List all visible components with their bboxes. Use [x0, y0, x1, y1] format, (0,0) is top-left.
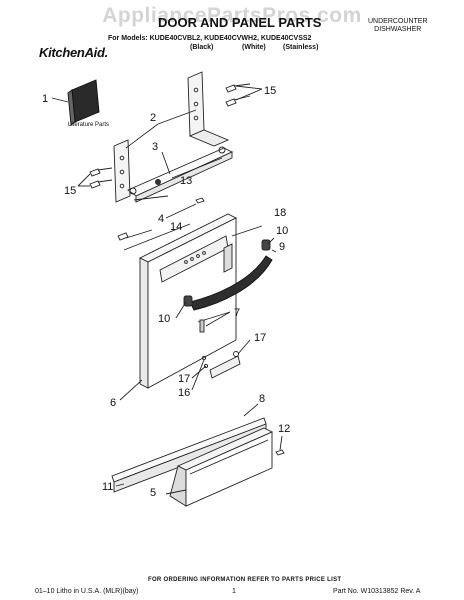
callout-6: 6 — [110, 397, 116, 409]
callout-13: 13 — [180, 175, 192, 187]
callout-1: 1 — [42, 93, 48, 105]
callout-16: 16 — [178, 387, 190, 399]
variant-black: (Black) — [190, 44, 214, 51]
callout-9: 9 — [279, 241, 285, 253]
literature-booklet — [67, 79, 100, 126]
callout-17-right: 17 — [254, 332, 266, 344]
toe-kick-panel — [169, 427, 274, 507]
hinge-bracket-left — [113, 139, 131, 203]
callout-4: 4 — [158, 213, 164, 225]
callout-18: 18 — [274, 207, 286, 219]
watermark: AppliancePartsPros.com — [102, 4, 362, 27]
category-line-2: DISHWASHER — [374, 26, 422, 33]
toe-kick-screw — [275, 449, 285, 456]
print-info: 01–10 Litho in U.S.A. (MLR)(bay) — [35, 588, 139, 595]
door-latch-plate — [201, 351, 241, 379]
callout-8: 8 — [259, 393, 265, 405]
hinge-bracket-right — [187, 71, 230, 147]
callout-3: 3 — [152, 141, 158, 153]
category-label: UNDERCOUNTER DISHWASHER — [368, 18, 428, 34]
callout-2: 2 — [150, 112, 156, 124]
ordering-note: FOR ORDERING INFORMATION REFER TO PARTS … — [148, 577, 342, 583]
callout-17-left: 17 — [178, 373, 190, 385]
part-number: Part No. W10313852 Rev. A — [333, 588, 421, 595]
handle-end-caps — [183, 239, 271, 307]
screws-channel-ends — [129, 146, 226, 195]
callout-11: 11 — [102, 481, 113, 493]
door-handle — [189, 255, 273, 311]
brand-logo: KitchenAid. — [39, 45, 108, 60]
variant-stainless: (Stainless) — [283, 44, 319, 51]
model-list: For Models: KUDE40CVBL2, KUDE40CVWH2, KU… — [108, 35, 312, 42]
variant-white: (White) — [242, 44, 266, 51]
literature-label: Literature Parts — [68, 122, 109, 128]
page-title: DOOR AND PANEL PARTS — [158, 15, 322, 30]
part-callouts: 1 2 3 13 15 15 4 14 18 10 9 7 10 17 17 1… — [42, 85, 290, 499]
callout-7: 7 — [234, 307, 240, 319]
callout-5: 5 — [150, 487, 156, 499]
callout-15-left: 15 — [64, 185, 76, 197]
screws-15-left — [89, 167, 113, 189]
callout-10-right: 10 — [276, 225, 288, 237]
callout-14: 14 — [170, 221, 182, 233]
category-line-1: UNDERCOUNTER — [368, 18, 428, 25]
page-number: 1 — [232, 588, 236, 595]
callout-12: 12 — [278, 423, 290, 435]
callout-10-left: 10 — [158, 313, 170, 325]
callout-15-top: 15 — [264, 85, 276, 97]
